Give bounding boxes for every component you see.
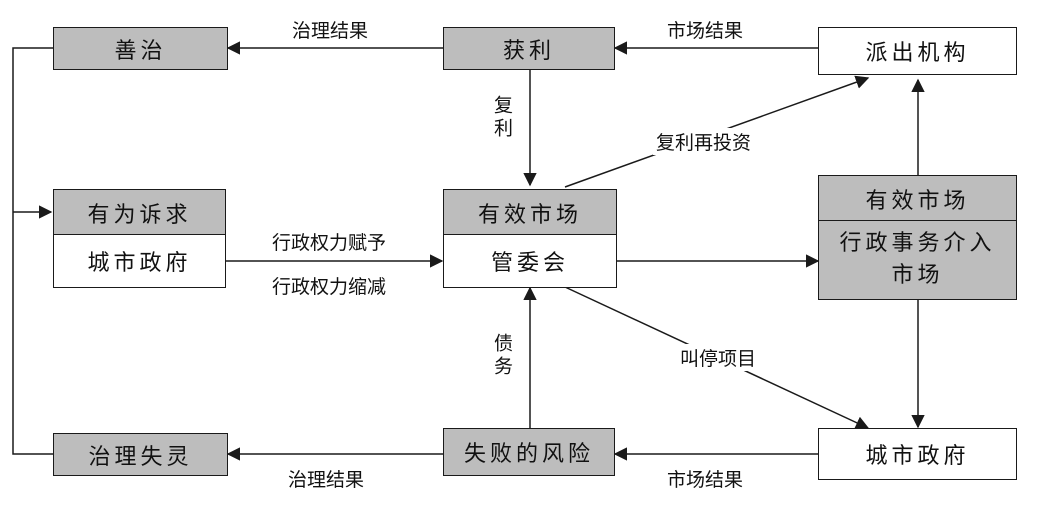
edge-label-quanli-fuyu: 行政权力赋予: [272, 232, 387, 254]
node-shanzhi: 善治: [53, 27, 228, 70]
edge-label-fuli-zaitouzi: 复利再投资: [653, 128, 755, 155]
edge-label-fuli: 复利: [491, 95, 513, 141]
node-xingzheng: 行政事务介入市场: [818, 220, 1017, 300]
node-label: 管委会: [490, 251, 569, 276]
node-label: 善治: [114, 38, 167, 64]
node-label: 获利: [502, 38, 555, 64]
feedback-loop-line: [12, 47, 53, 455]
node-youwei: 有为诉求: [53, 189, 226, 236]
edge-label-shichang-jieguo-bottom: 市场结果: [667, 469, 744, 491]
edge-label-shichang-jieguo-top: 市场结果: [667, 20, 744, 42]
edge-label-jiaoting: 叫停项目: [677, 344, 760, 371]
edge-label-quanli-suojian: 行政权力缩减: [272, 276, 387, 298]
edge-label-zhili-jieguo-top: 治理结果: [292, 20, 369, 42]
node-label: 失败的风险: [463, 442, 594, 467]
node-label: 有效市场: [477, 202, 582, 228]
edge-label-zhili-jieguo-bottom: 治理结果: [288, 469, 365, 491]
node-paichu: 派出机构: [818, 27, 1017, 75]
node-guanwei: 管委会: [443, 234, 617, 288]
node-youxiao-right: 有效市场: [818, 175, 1017, 222]
node-label: 有为诉求: [87, 202, 192, 228]
node-label: 治理失灵: [88, 444, 193, 470]
node-shibai: 失败的风险: [443, 428, 615, 476]
node-label: 行政事务介入市场: [839, 231, 996, 288]
node-label: 派出机构: [865, 41, 970, 66]
node-chengshi-right: 城市政府: [818, 428, 1017, 480]
node-label: 城市政府: [865, 444, 970, 469]
node-label: 有效市场: [865, 188, 970, 214]
node-zhili-shiling: 治理失灵: [53, 433, 228, 476]
node-youxiao-center: 有效市场: [443, 189, 617, 236]
node-label: 城市政府: [87, 251, 192, 276]
node-chengshi-left: 城市政府: [53, 234, 226, 288]
node-huoli: 获利: [443, 27, 615, 70]
edge-label-zhaiwu: 债务: [491, 333, 513, 379]
